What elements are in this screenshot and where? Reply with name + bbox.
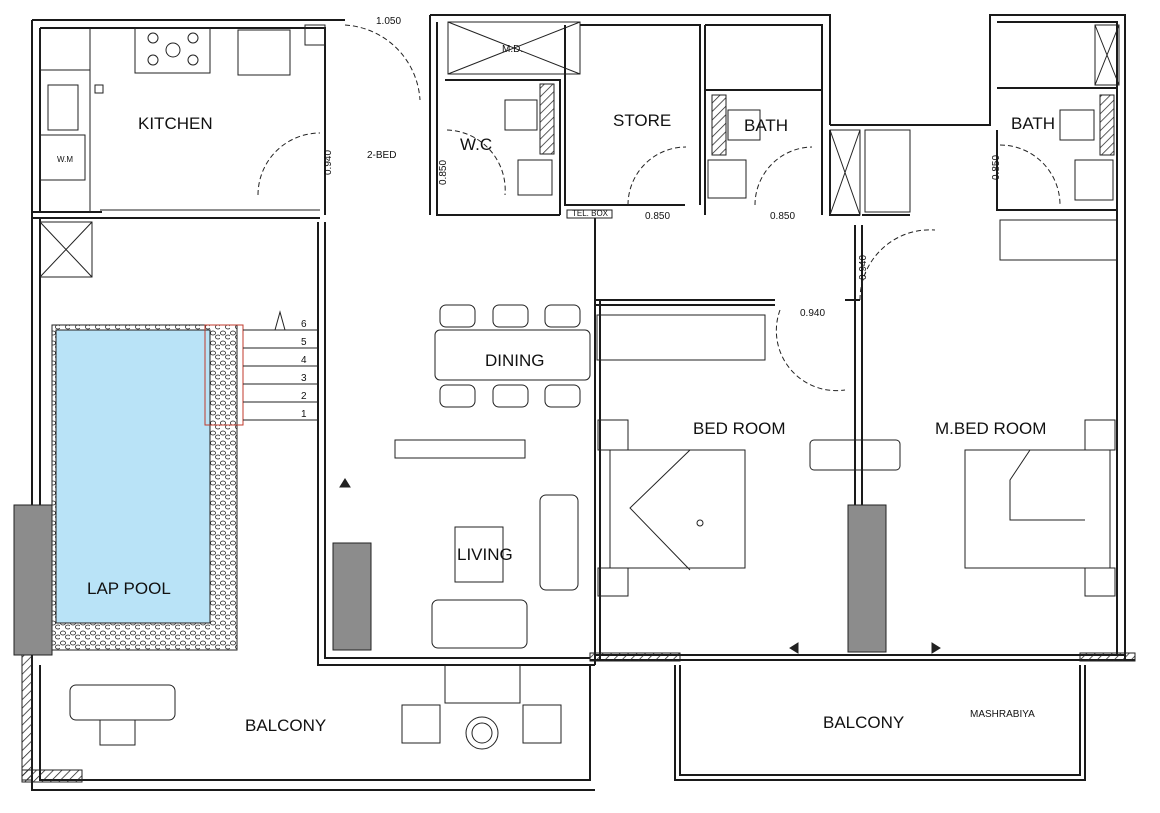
label-wm: W.M — [57, 155, 73, 164]
label-balcony-right: BALCONY — [823, 713, 904, 732]
kitchen-fixtures — [39, 24, 326, 212]
label-bath-1: BATH — [744, 116, 788, 135]
stair-number: 5 — [301, 337, 307, 348]
dim-mbed-door: 0.940 — [858, 255, 869, 280]
stair-number: 2 — [301, 391, 307, 402]
label-kitchen: KITCHEN — [138, 114, 213, 133]
dining-living-furniture — [339, 304, 591, 649]
label-bed-room: BED ROOM — [693, 419, 786, 438]
dim-kitchen-door: 0.940 — [323, 150, 334, 175]
lap-pool — [51, 324, 244, 651]
label-bath-2: BATH — [1011, 114, 1055, 133]
label-living: LIVING — [457, 545, 513, 564]
label-store: STORE — [613, 111, 671, 130]
bedroom-furniture — [597, 229, 1116, 654]
service-rooms — [39, 21, 1120, 278]
label-md: M.D. — [502, 44, 523, 55]
stair-number: 1 — [301, 409, 307, 420]
stair-number: 6 — [301, 319, 307, 330]
dim-store-door: 0.850 — [645, 211, 670, 222]
dim-bed-door: 0.940 — [800, 308, 825, 319]
dim-main-door: 1.050 — [376, 16, 401, 27]
dim-bath-door: 0.850 — [770, 211, 795, 222]
label-dining: DINING — [485, 351, 545, 370]
stair-number: 4 — [301, 355, 307, 366]
label-balcony-left: BALCONY — [245, 716, 326, 735]
wardrobes — [596, 219, 1118, 361]
stairs — [243, 310, 318, 421]
label-tel-box: TEL. BOX — [572, 209, 609, 218]
room-labels: KITCHEN W.M 2-BED W.C M.D. STORE BATH BA… — [57, 44, 1055, 735]
label-wc: W.C — [460, 135, 492, 154]
dim-wc-door: 0.850 — [438, 160, 449, 185]
balcony-furniture — [69, 664, 562, 750]
label-mashrabiya: MASHRABIYA — [970, 709, 1035, 720]
label-lap-pool: LAP POOL — [87, 579, 171, 598]
dim-bath2-door: 0.850 — [991, 155, 1002, 180]
label-m-bed-room: M.BED ROOM — [935, 419, 1046, 438]
stair-number: 3 — [301, 373, 307, 384]
dimension-labels: 1.050 0.940 0.850 0.850 0.850 0.850 0.94… — [323, 16, 1002, 319]
stair-numbers: 6 5 4 3 2 1 — [301, 319, 307, 420]
columns — [13, 504, 887, 656]
label-2bed: 2-BED — [367, 150, 396, 161]
